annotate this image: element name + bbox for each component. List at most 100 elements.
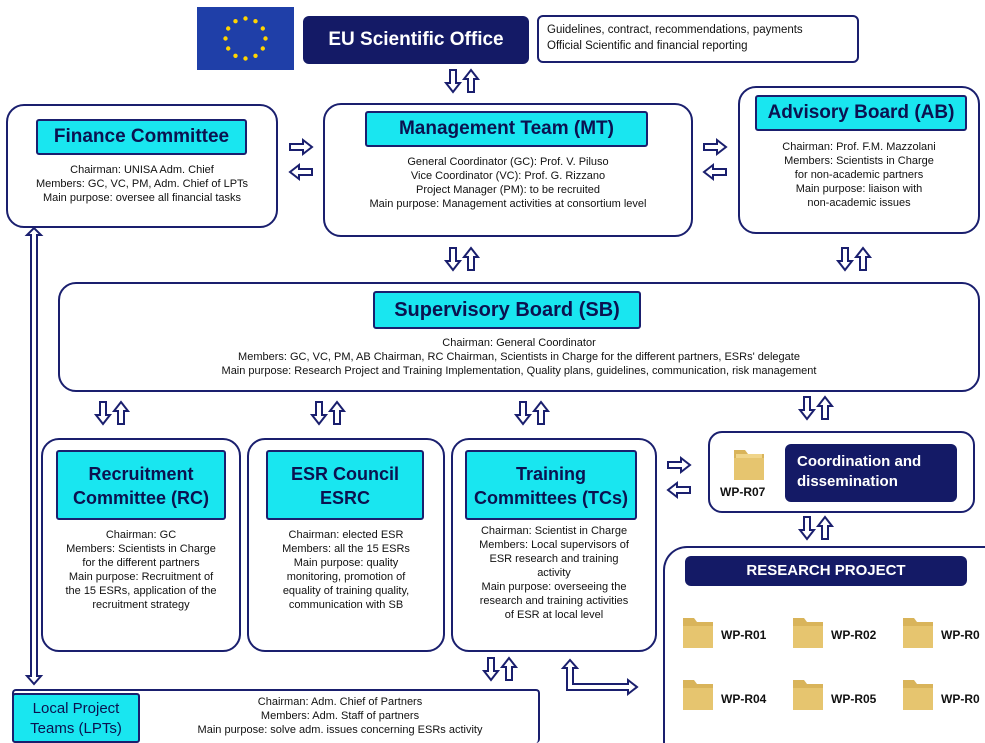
recruitment-committee-box: Recruitment Committee (RC) Chairman: GC …: [41, 438, 241, 652]
supervisory-line: Main purpose: Research Project and Train…: [221, 365, 817, 377]
eu-star-icon: [233, 19, 238, 24]
training-committees-details: Chairman: Scientist in Charge Members: L…: [453, 524, 655, 622]
eu-star-icon: [223, 36, 228, 41]
finance-committee-details: Chairman: UNISA Adm. Chief Members: GC, …: [8, 163, 276, 205]
wp-folder-r06: WP-R0: [899, 670, 985, 720]
esr-council-title-line: ESR Council: [290, 464, 399, 484]
research-project-title: RESEARCH PROJECT: [685, 556, 967, 586]
training-line: Main purpose: overseeing the: [481, 581, 627, 593]
esr-council-title: ESR Council ESRC: [266, 450, 424, 520]
training-committees-box: Training Committees (TCs) Chairman: Scie…: [451, 438, 657, 652]
coordination-title-line: Coordination and: [797, 453, 922, 470]
recruitment-line: Chairman: GC: [105, 529, 177, 541]
wp-label: WP-R0: [941, 628, 980, 642]
wp-folder-r05: WP-R05: [789, 670, 889, 720]
training-line: Chairman: Scientist in Charge: [480, 525, 628, 537]
advisory-board-details: Chairman: Prof. F.M. Mazzolani Members: …: [740, 140, 978, 210]
research-project-box: RESEARCH PROJECT WP-R01 WP-R02 WP-R0 WP-…: [663, 546, 985, 743]
folder-icon: [683, 618, 713, 648]
eu-star-icon: [260, 26, 265, 31]
folder-icon: [793, 680, 823, 710]
arrow-pair-mt-ab: [703, 139, 727, 180]
management-line: Main purpose: Management activities at c…: [369, 198, 647, 210]
eu-office-note: Guidelines, contract, recommendations, p…: [537, 15, 859, 63]
training-line: research and training activities: [479, 595, 629, 607]
esr-council-line: equality of training quality,: [282, 585, 410, 597]
advisory-board-box: Advisory Board (AB) Chairman: Prof. F.M.…: [738, 86, 980, 234]
esr-council-line: Main purpose: quality: [293, 557, 399, 569]
arrow-finance-lpt: [24, 226, 44, 686]
lpt-title: Local Project Teams (LPTs): [12, 693, 140, 743]
finance-line: Main purpose: oversee all financial task…: [42, 192, 242, 204]
eu-star-icon: [260, 46, 265, 51]
esr-council-line: communication with SB: [288, 599, 404, 611]
eu-star-icon: [253, 19, 258, 24]
eu-star-icon: [226, 26, 231, 31]
esr-council-line: Chairman: elected ESR: [288, 529, 404, 541]
esr-council-line: monitoring, promotion of: [286, 571, 406, 583]
eu-flag-logo: [197, 7, 294, 70]
lpt-details: Chairman: Adm. Chief of Partners Members…: [142, 695, 538, 737]
supervisory-board-details: Chairman: General Coordinator Members: G…: [60, 336, 978, 378]
recruitment-line: Main purpose: Recruitment of: [68, 571, 214, 583]
training-title-line: Training: [515, 464, 586, 484]
training-line: ESR research and training: [489, 553, 619, 565]
wp-folder-r02: WP-R02: [789, 608, 889, 658]
advisory-line: Members: Scientists in Charge: [784, 155, 934, 167]
management-team-details: General Coordinator (GC): Prof. V. Pilus…: [325, 155, 691, 211]
supervisory-line: Members: GC, VC, PM, AB Chairman, RC Cha…: [238, 351, 800, 363]
esr-council-line: Members: all the 15 ESRs: [282, 543, 410, 555]
arrow-pair-sb-tc: [515, 401, 549, 425]
lpt-line: Members: Adm. Staff of partners: [260, 710, 420, 722]
management-team-box: Management Team (MT) General Coordinator…: [323, 103, 693, 237]
advisory-line: Chairman: Prof. F.M. Mazzolani: [782, 141, 936, 153]
recruitment-committee-title: Recruitment Committee (RC): [56, 450, 226, 520]
training-committees-title: Training Committees (TCs): [465, 450, 637, 520]
finance-committee-box: Finance Committee Chairman: UNISA Adm. C…: [6, 104, 278, 228]
recruitment-title-line: Committee (RC): [72, 488, 209, 508]
esr-council-title-line: ESRC: [319, 488, 370, 508]
training-line: activity: [537, 567, 571, 579]
coordination-wp-label: WP-R07: [720, 485, 766, 499]
finance-line: Chairman: UNISA Adm. Chief: [70, 164, 214, 176]
lpt-line: Main purpose: solve adm. issues concerni…: [197, 724, 483, 736]
recruitment-line: for the different partners: [82, 557, 200, 569]
wp-label: WP-R04: [721, 692, 767, 706]
recruitment-committee-details: Chairman: GC Members: Scientists in Char…: [43, 528, 239, 612]
advisory-line: non-academic issues: [807, 197, 911, 209]
eu-star-icon: [243, 56, 248, 61]
recruitment-line: the 15 ESRs, application of the: [65, 585, 217, 597]
eu-star-icon: [243, 16, 248, 21]
recruitment-line: Members: Scientists in Charge: [66, 543, 216, 555]
wp-folder-r03: WP-R0: [899, 608, 985, 658]
arrow-pair-tc-lpt: [483, 657, 517, 681]
supervisory-board-title: Supervisory Board (SB): [373, 291, 641, 329]
management-line: General Coordinator (GC): Prof. V. Pilus…: [407, 156, 609, 168]
arrow-pair-ab-sb: [837, 247, 871, 271]
wp-label: WP-R02: [831, 628, 877, 642]
arrow-pair-tc-coord: [667, 457, 691, 498]
management-team-title: Management Team (MT): [365, 111, 648, 147]
lpt-title-line: Local Project: [32, 700, 120, 717]
lpt-box: Local Project Teams (LPTs) Chairman: Adm…: [12, 689, 540, 743]
management-line: Vice Coordinator (VC): Prof. G. Rizzano: [410, 170, 606, 182]
lpt-title-line: Teams (LPTs): [30, 720, 122, 737]
arrow-pair-coord-research: [799, 516, 833, 540]
lpt-line: Chairman: Adm. Chief of Partners: [257, 696, 423, 708]
eu-star-icon: [263, 36, 268, 41]
advisory-board-title: Advisory Board (AB): [755, 95, 967, 131]
folder-icon: [734, 450, 764, 480]
coordination-box: WP-R07 Coordination and dissemination: [708, 431, 975, 513]
supervisory-board-box: Supervisory Board (SB) Chairman: General…: [58, 282, 980, 392]
advisory-line: Main purpose: liaison with: [795, 183, 923, 195]
wp-label: WP-R0: [941, 692, 980, 706]
arrow-pair-sb-esrc: [311, 401, 345, 425]
arrow-pair-eu-mt: [445, 69, 479, 93]
folder-icon: [903, 618, 933, 648]
arrow-pair-sb-rc: [95, 401, 129, 425]
coordination-title: Coordination and dissemination: [785, 444, 957, 502]
eu-office-note-line: Official Scientific and financial report…: [547, 40, 748, 52]
advisory-line: for non-academic partners: [794, 169, 924, 181]
supervisory-line: Chairman: General Coordinator: [442, 337, 596, 349]
